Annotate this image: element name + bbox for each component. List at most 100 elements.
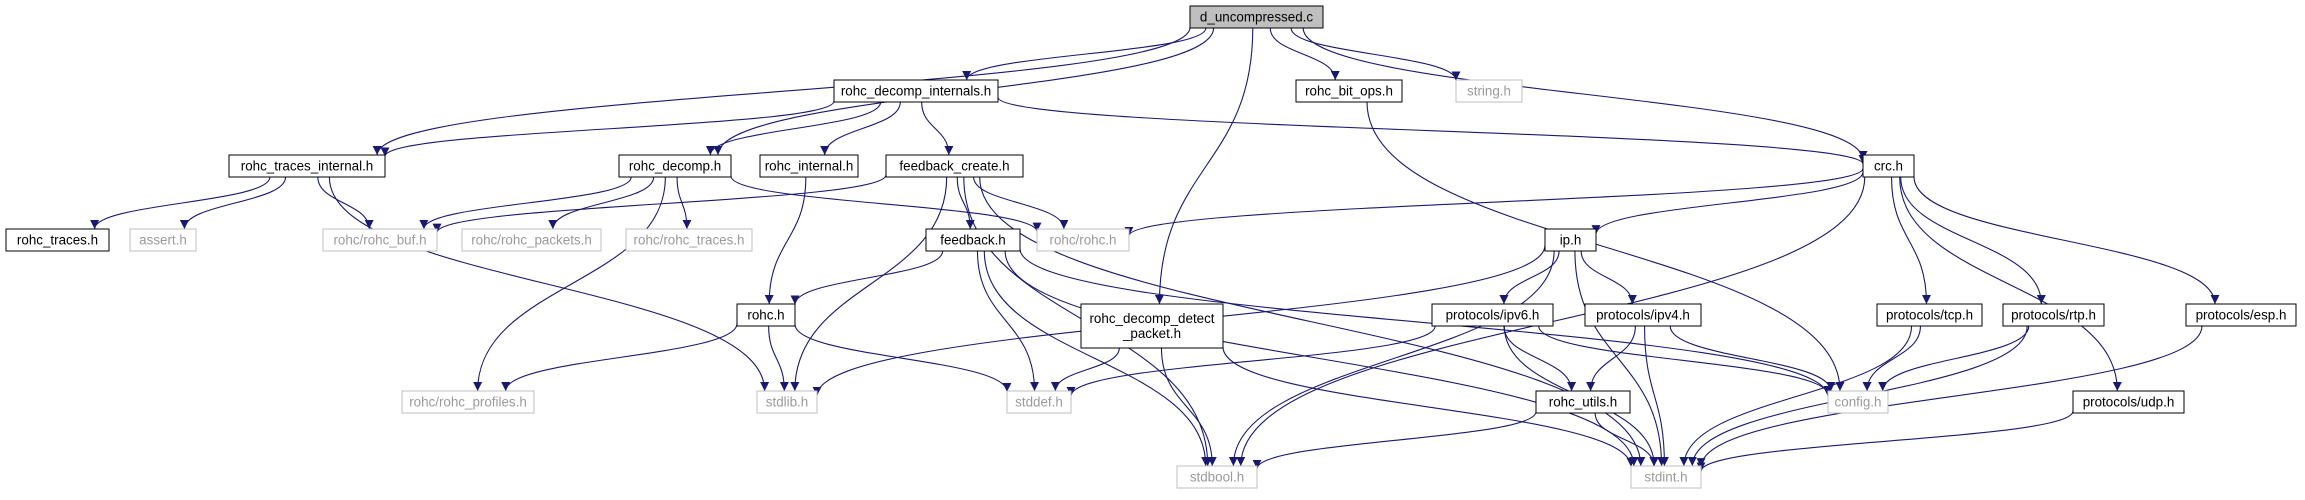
node-feedback-create[interactable]: feedback_create.h [885, 154, 1024, 178]
node-label: d_uncompressed.c [1200, 10, 1313, 25]
node-label: crc.h [1874, 159, 1903, 174]
node-stdint: stdint.h [1630, 465, 1702, 489]
node-box [322, 228, 438, 252]
node-rohc-rohc: rohc/rohc.h [1036, 228, 1130, 252]
edge-ip-to-stdbool [1228, 250, 1555, 467]
node-assert: assert.h [129, 228, 197, 252]
node-label: feedback.h [940, 233, 1006, 248]
node-box [1176, 465, 1258, 489]
node-protocols-rtp[interactable]: protocols/rtp.h [2002, 303, 2105, 327]
node-box [1584, 303, 1702, 327]
node-rohc-traces-internal[interactable]: rohc_traces_internal.h [228, 154, 386, 178]
edge-protocols_ipv4-to-stdint [1644, 325, 1669, 467]
edge-rohc_bit_ops-to-config [1366, 101, 1845, 392]
edge-feedback-to-stdbool [983, 250, 1211, 467]
node-ip[interactable]: ip.h [1544, 228, 1597, 252]
node-label: ip.h [1560, 233, 1582, 248]
node-protocols-ipv6[interactable]: protocols/ipv6.h [1431, 303, 1554, 327]
edge-rohc-to-rohc_profiles [501, 323, 738, 392]
edge-protocols_tcp-to-config [1862, 325, 1922, 392]
edge-rohc_internal-to-rohc [764, 176, 807, 305]
edge-rohc_decomp-to-rohc_buf [419, 176, 632, 230]
node-label: rohc_bit_ops.h [1305, 84, 1393, 99]
edge-feedback-to-stdint [1004, 250, 1639, 467]
node-box [833, 79, 999, 103]
edge-rohc_utils-to-stdint [1594, 412, 1659, 467]
node-box [1036, 228, 1130, 252]
node-crc[interactable]: crc.h [1862, 154, 1915, 178]
node-label: rohc_decomp_detect [1089, 311, 1214, 326]
node-box [1455, 79, 1523, 103]
node-box [1862, 154, 1915, 178]
edge-rohc_traces_internal-to-rohc_buf [317, 176, 374, 230]
node-label: stdbool.h [1190, 470, 1244, 485]
node-label: protocols/ipv6.h [1446, 308, 1540, 323]
node-rohc-bit-ops[interactable]: rohc_bit_ops.h [1295, 79, 1403, 103]
node-box [756, 390, 818, 414]
node-label: protocols/tcp.h [1886, 308, 1973, 323]
node-d-uncompressed[interactable]: d_uncompressed.c [1189, 5, 1324, 29]
node-rohc-traces[interactable]: rohc_traces.h [5, 228, 110, 252]
edge-d_uncompressed-to-rohc_bit_ops [1269, 27, 1340, 81]
node-label: rohc/rohc_packets.h [471, 233, 592, 248]
node-box [1630, 465, 1702, 489]
edge-protocols_esp-to-stdint [1696, 325, 2203, 468]
node-rohc-internal[interactable]: rohc_internal.h [759, 154, 859, 178]
node-box [2002, 303, 2105, 327]
node-box [1295, 79, 1403, 103]
node-protocols-udp[interactable]: protocols/udp.h [2072, 390, 2185, 414]
node-label: config.h [1835, 395, 1882, 410]
node-label: assert.h [139, 233, 187, 248]
edge-protocols_ipv6-to-config [1538, 325, 1833, 395]
node-rohc-traces-ext: rohc/rohc_traces.h [625, 228, 753, 252]
edge-feedback_create-to-stdlib [790, 176, 948, 392]
node-feedback[interactable]: feedback.h [925, 228, 1021, 252]
edge-rohc_utils-to-stdbool [1252, 411, 1537, 469]
node-box [1876, 303, 1983, 327]
edge-rohc_traces_internal-to-rohc_traces [90, 176, 271, 230]
node-config: config.h [1827, 390, 1889, 414]
node-box [228, 154, 386, 178]
edge-crc-to-protocols_tcp [1890, 176, 1931, 305]
edge-crc-to-protocols_udp [1899, 176, 2122, 392]
node-box [625, 228, 753, 252]
edge-rohc_decomp_internals-to-rohc_decomp [705, 101, 882, 156]
node-rohc[interactable]: rohc.h [736, 303, 796, 327]
node-box [1535, 390, 1631, 414]
edge-feedback-to-rohc [790, 250, 944, 305]
edge-ip-to-protocols_ipv6 [1499, 250, 1560, 305]
node-protocols-esp[interactable]: protocols/esp.h [2185, 303, 2297, 327]
node-label: protocols/esp.h [2196, 308, 2287, 323]
node-protocols-ipv4[interactable]: protocols/ipv4.h [1584, 303, 1702, 327]
node-rohc-decomp[interactable]: rohc_decomp.h [618, 154, 732, 178]
node-box [759, 154, 859, 178]
node-label: feedback_create.h [899, 159, 1009, 174]
edge-feedback-to-config [1019, 248, 1833, 397]
node-label: rohc_decomp.h [629, 159, 721, 174]
edge-protocols_tcp-to-stdint [1679, 325, 1913, 467]
edge-feedback_create-to-rohc_buf [432, 174, 887, 233]
node-label: stddef.h [1015, 395, 1063, 410]
node-label: rohc/rohc_traces.h [634, 233, 745, 248]
node-box [401, 390, 535, 414]
node-box [461, 228, 602, 252]
edge-rohc_decomp-to-rohc_traces_ext [676, 176, 692, 230]
node-box [1189, 5, 1324, 29]
node-label: rohc/rohc_buf.h [333, 233, 426, 248]
node-string: string.h [1455, 79, 1523, 103]
edge-rohc_decomp_detect_packet-to-stdbool [1160, 347, 1217, 467]
node-box [1080, 303, 1224, 349]
node-protocols-tcp[interactable]: protocols/tcp.h [1876, 303, 1983, 327]
node-box [618, 154, 732, 178]
node-label: protocols/rtp.h [2011, 308, 2096, 323]
edge-protocols_udp-to-stdint [1696, 410, 2074, 472]
node-rohc-decomp-internals[interactable]: rohc_decomp_internals.h [833, 79, 999, 103]
node-box [2185, 303, 2297, 327]
edge-feedback-to-stddef [976, 250, 1040, 392]
node-rohc-utils[interactable]: rohc_utils.h [1535, 390, 1631, 414]
edge-crc-to-rohc_rohc [1124, 168, 1864, 237]
node-rohc-decomp-detect-packet[interactable]: rohc_decomp_detect_packet.h [1080, 303, 1224, 349]
edge-d_uncompressed-to-crc [1302, 27, 1868, 160]
edge-d_uncompressed-to-string [1290, 27, 1461, 81]
